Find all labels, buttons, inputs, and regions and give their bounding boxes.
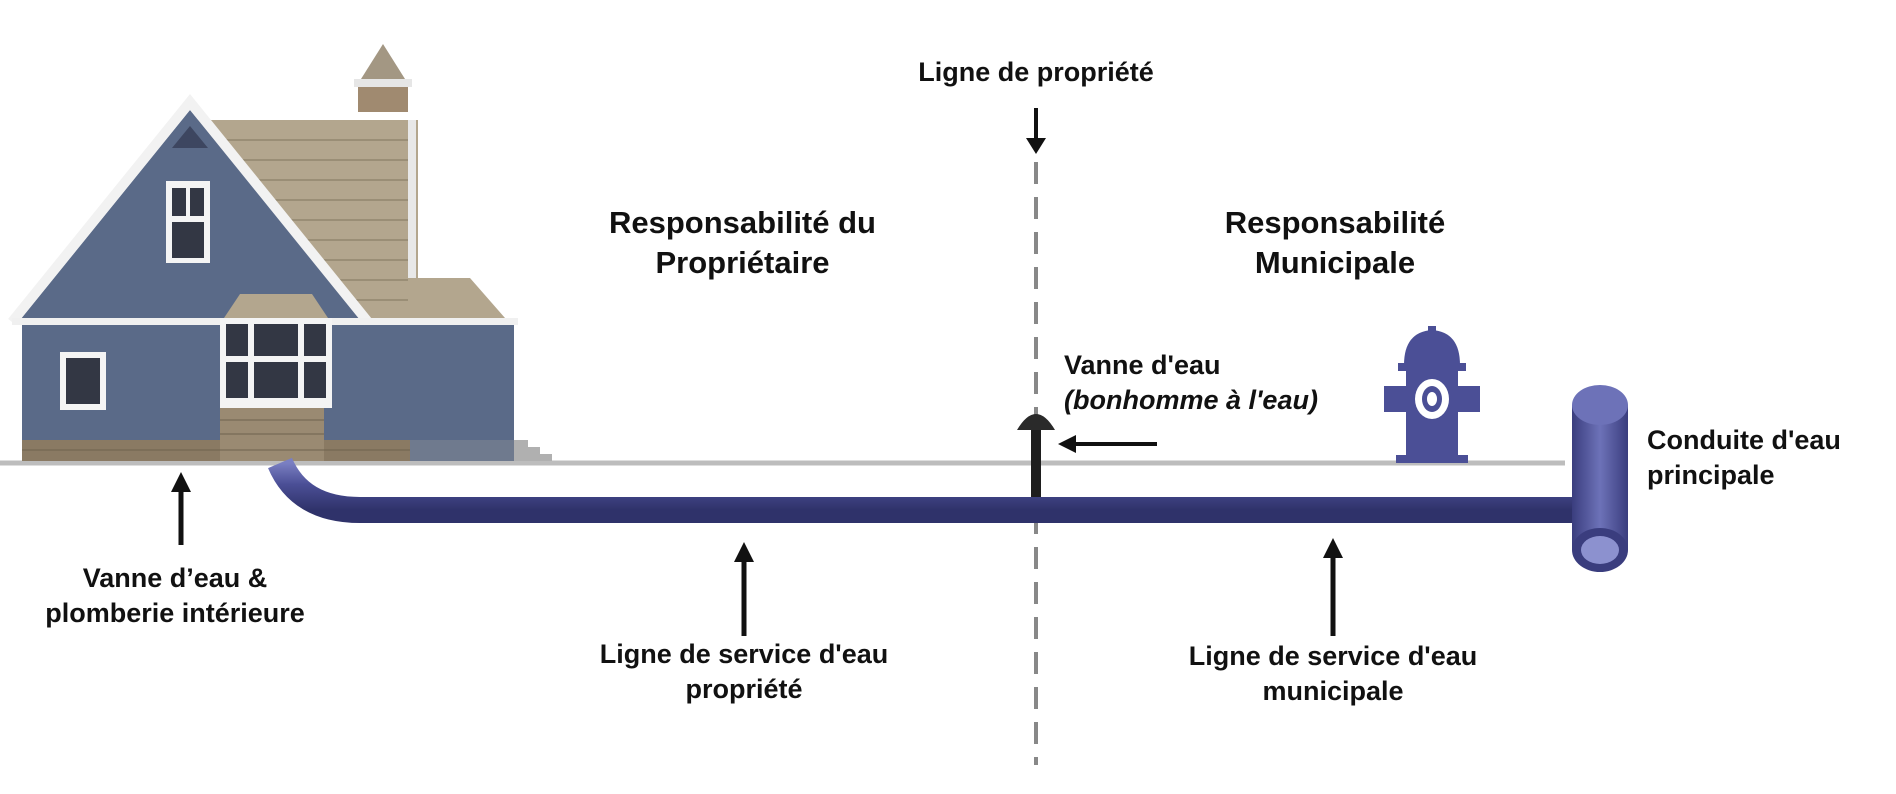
municipal-service-line-label: Ligne de service d'eau municipale	[1138, 639, 1528, 709]
municipal-service-arrow	[1323, 538, 1343, 636]
water-main-pipe-icon	[1572, 385, 1628, 572]
house-valve-label-line1: Vanne d’eau &	[82, 563, 268, 593]
private-service-arrow	[734, 542, 754, 636]
private-service-line-label: Ligne de service d'eau propriété	[549, 637, 939, 707]
owner-responsibility-label: Responsabilité du Propriétaire	[540, 203, 945, 284]
owner-responsibility-line1: Responsabilité du	[609, 205, 876, 240]
municipal-responsibility-label: Responsabilité Municipale	[1135, 203, 1535, 284]
municipal-responsibility-line1: Responsabilité	[1224, 205, 1446, 240]
curb-stop-label: Vanne d'eau (bonhomme à l'eau)	[1064, 348, 1404, 418]
fire-hydrant-icon	[1384, 326, 1480, 463]
owner-responsibility-line2: Propriétaire	[655, 245, 830, 281]
curb-stop-valve-icon	[1017, 414, 1055, 497]
service-pipe	[268, 457, 1575, 523]
water-main-label: Conduite d'eau principale	[1647, 423, 1887, 493]
private-service-line-label-line2: propriété	[685, 674, 803, 705]
house-valve-label: Vanne d’eau & plomberie intérieure	[10, 561, 340, 631]
private-service-line-label-line1: Ligne de service d'eau	[599, 639, 889, 669]
house-valve-arrow	[171, 472, 191, 545]
curb-stop-arrow	[1058, 435, 1157, 453]
water-main-label-line2: principale	[1647, 460, 1775, 491]
house-icon	[8, 44, 552, 461]
municipal-service-line-label-line1: Ligne de service d'eau	[1188, 641, 1478, 671]
house-valve-label-line2: plomberie intérieure	[45, 598, 305, 629]
curb-stop-label-line1: Vanne d'eau	[1064, 350, 1221, 380]
property-line-label: Ligne de propriété	[918, 57, 1154, 87]
water-main-label-line1: Conduite d'eau	[1647, 425, 1841, 455]
municipal-responsibility-line2: Municipale	[1254, 245, 1416, 281]
municipal-service-line-label-line2: municipale	[1262, 676, 1404, 707]
property-line-arrow	[1026, 108, 1046, 154]
curb-stop-label-line2: (bonhomme à l'eau)	[1064, 385, 1318, 416]
